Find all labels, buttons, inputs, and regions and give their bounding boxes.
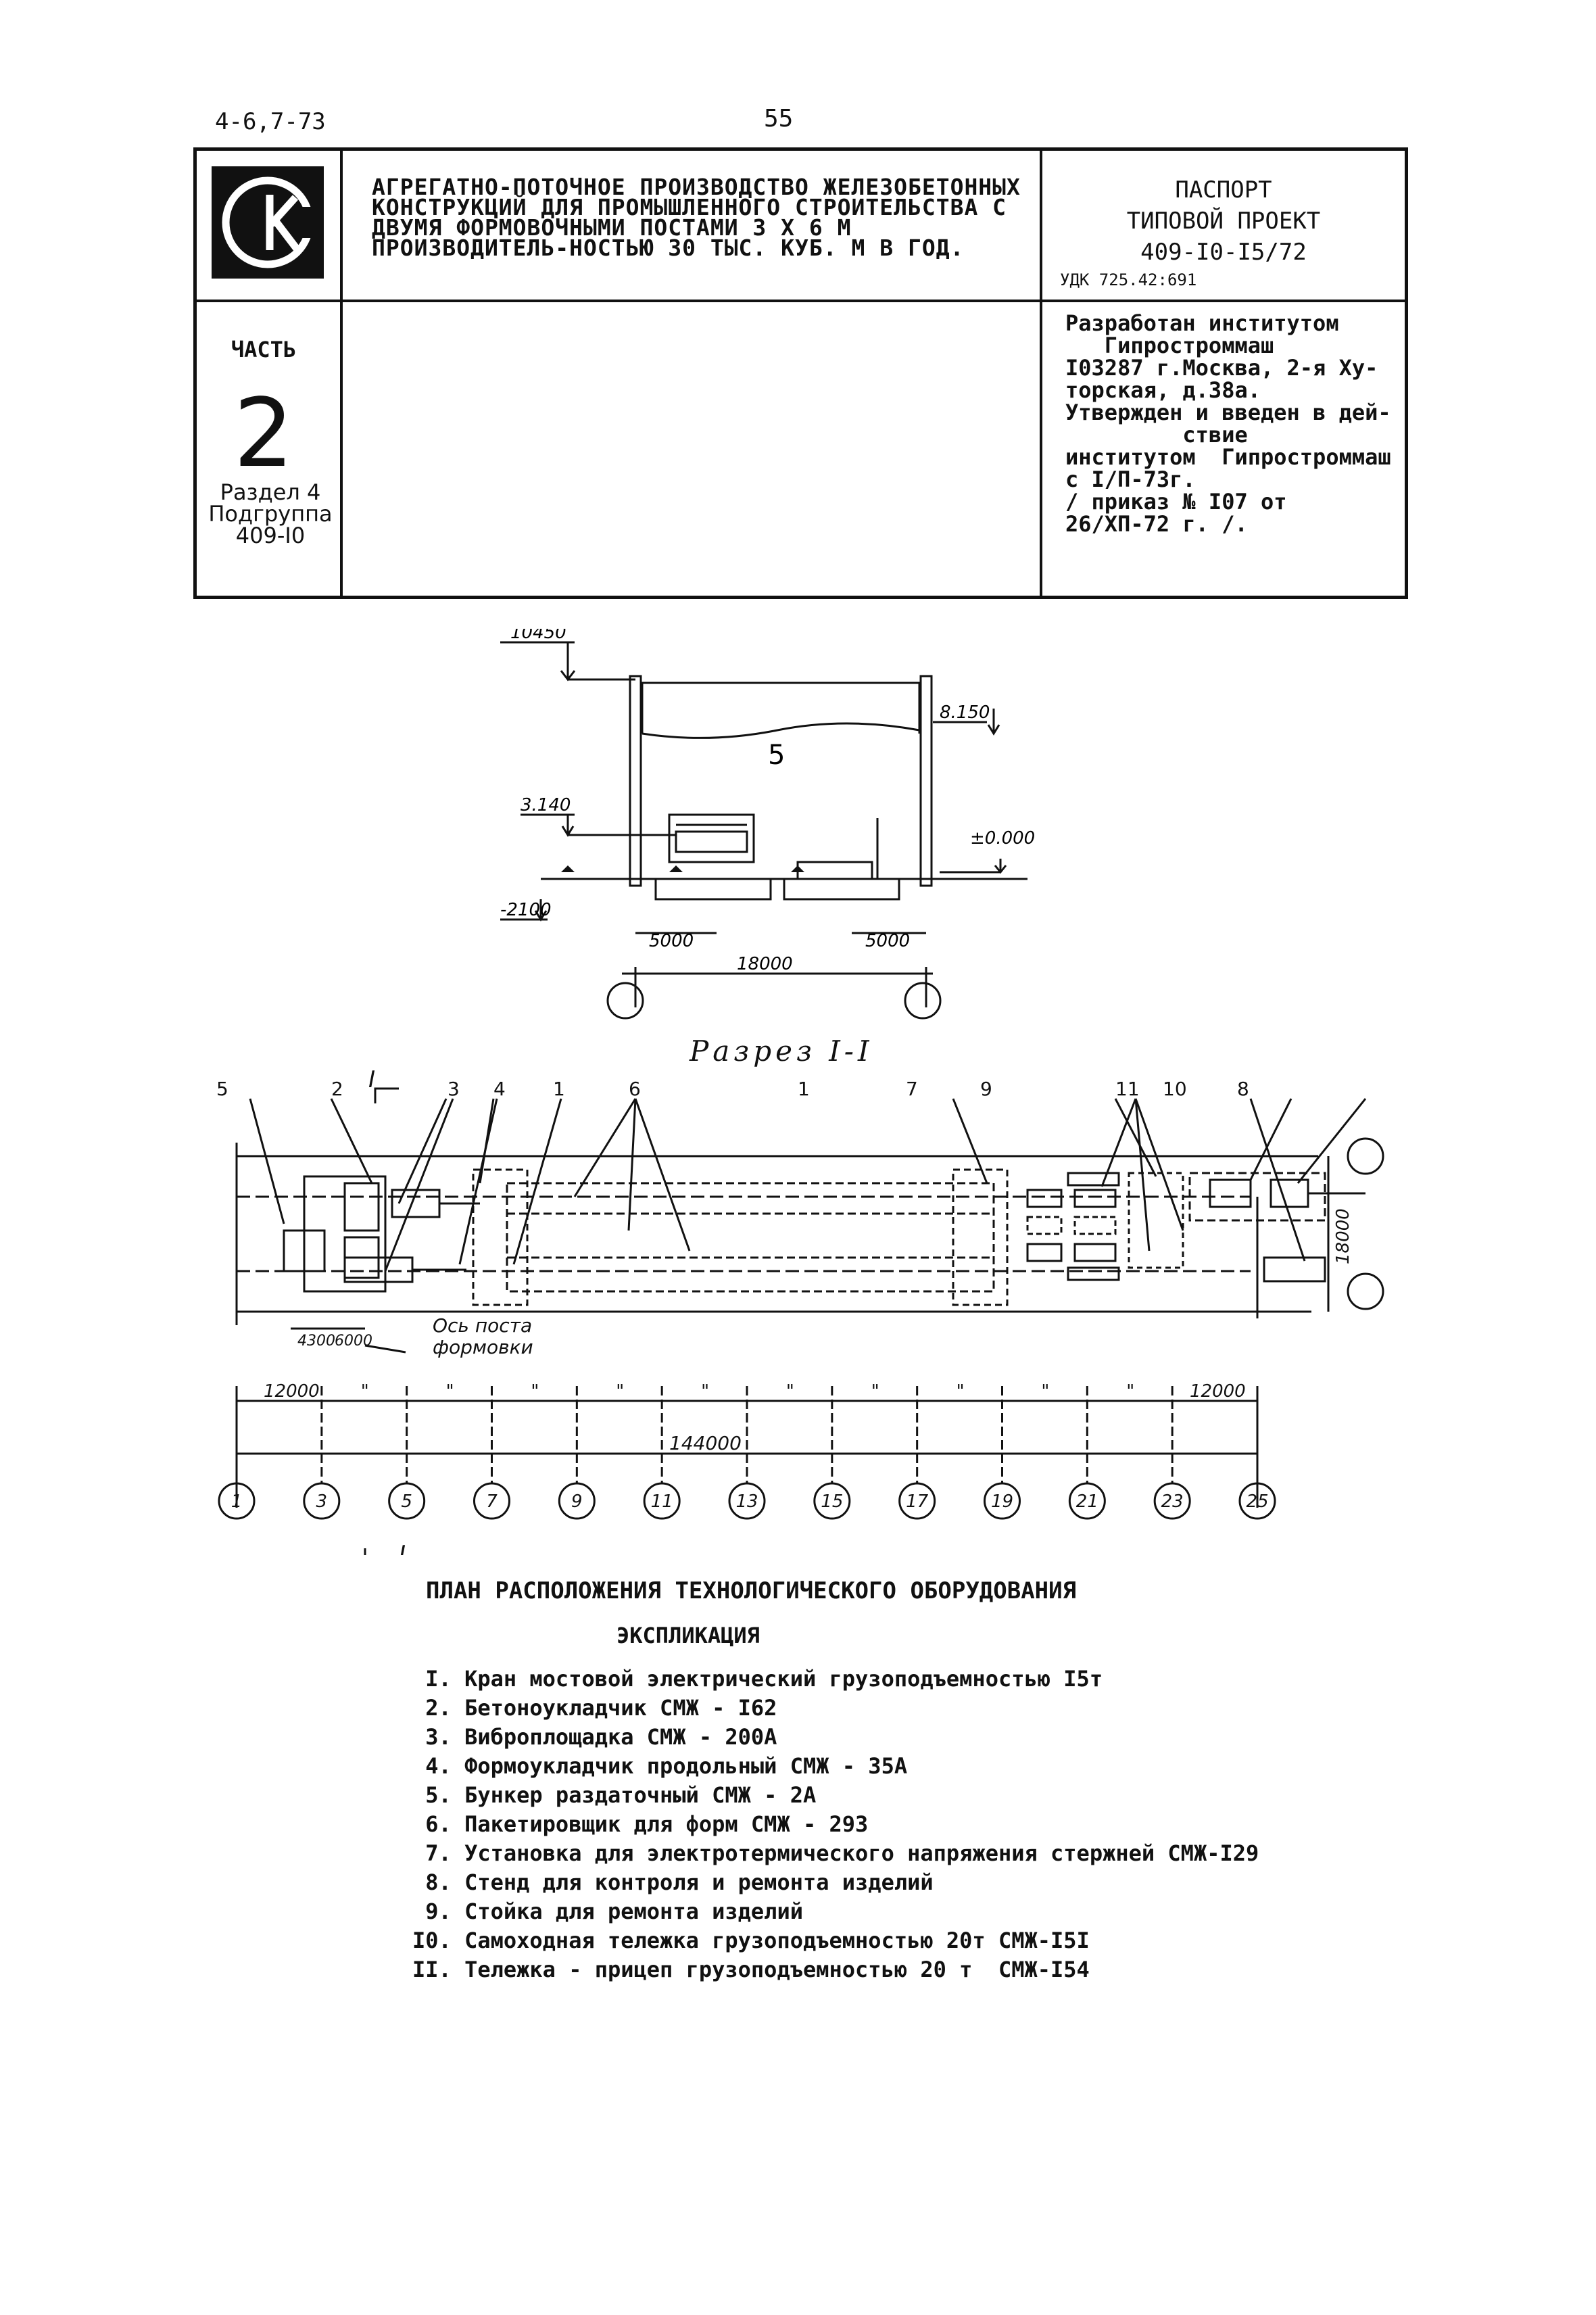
callout-2: 2 bbox=[331, 1078, 343, 1100]
section-drawing: 10450 8.150 3.140 ±0.000 -2100 5000 5000… bbox=[500, 629, 1035, 1020]
bay-ditto-mark: " bbox=[361, 1381, 369, 1402]
bay-ditto-mark: " bbox=[616, 1381, 624, 1402]
legend-item: 5. Бункер раздаточный СМЖ - 2А bbox=[412, 1782, 817, 1808]
callout-7: 7 bbox=[906, 1078, 918, 1100]
axis-label: 11 bbox=[651, 1491, 673, 1512]
legend-item: 7. Установка для электротермического нап… bbox=[412, 1840, 1259, 1866]
udk-code: УДК 725.42:691 bbox=[1060, 270, 1197, 289]
section-mark-top: I bbox=[368, 1066, 375, 1093]
axis-label: 15 bbox=[821, 1491, 843, 1512]
bay-ditto-mark: " bbox=[1126, 1381, 1134, 1402]
legend-item: I0. Самоходная тележка грузоподъемностью… bbox=[412, 1928, 1090, 1953]
axis-label: 23 bbox=[1161, 1491, 1184, 1512]
bay-dimension-first: 12000 bbox=[264, 1381, 320, 1402]
dimension-right-span: 5000 bbox=[865, 931, 910, 951]
document-code: 4-6,7-73 bbox=[215, 108, 326, 135]
elevation-zero-label: ±0.000 bbox=[970, 828, 1035, 849]
legend-item: I. Кран мостовой электрический грузоподъ… bbox=[412, 1666, 1103, 1692]
axis-label: 13 bbox=[735, 1491, 758, 1512]
bay-ditto-mark: " bbox=[786, 1381, 794, 1402]
axis-label: 19 bbox=[991, 1491, 1013, 1512]
section-caption: Разрез I-I bbox=[690, 1034, 873, 1068]
callout-3: 3 bbox=[448, 1078, 460, 1100]
legend-item: 2. Бетоноукладчик СМЖ - I62 bbox=[412, 1695, 777, 1721]
bay-ditto-mark: " bbox=[701, 1381, 709, 1402]
page-number: 55 bbox=[764, 105, 794, 133]
axis-label: 9 bbox=[571, 1491, 583, 1512]
callout-11: 11 bbox=[1115, 1078, 1140, 1100]
subgroup-label: Подгруппа bbox=[208, 501, 333, 527]
crane-callout: 5 bbox=[768, 740, 785, 771]
bay-ditto-mark: " bbox=[531, 1381, 539, 1402]
ck-logo-icon bbox=[212, 166, 324, 279]
axis-label: 5 bbox=[401, 1491, 412, 1512]
axis-label: 3 bbox=[316, 1491, 328, 1512]
bay-ditto-mark: " bbox=[446, 1381, 454, 1402]
title-block-divider bbox=[193, 300, 1408, 302]
dimension-total-span: 18000 bbox=[737, 954, 793, 974]
part-number: 2 bbox=[233, 379, 294, 489]
part-label: ЧАСТЬ bbox=[231, 337, 297, 362]
project-type-label: ТИПОВОЙ ПРОЕКТ bbox=[1126, 208, 1321, 235]
section-label: Раздел 4 bbox=[220, 479, 321, 505]
dimension-6000: 6000 bbox=[335, 1333, 372, 1350]
elevation-top-label: 10450 bbox=[510, 629, 566, 643]
axis-label: 1 bbox=[231, 1491, 243, 1512]
width-dimension: 18000 bbox=[1333, 1208, 1353, 1264]
section-subgroup: Раздел 4 Подгруппа 409-I0 bbox=[203, 481, 338, 546]
callout-5: 5 bbox=[216, 1078, 228, 1100]
legend-item: 6. Пакетировщик для форм СМЖ - 293 bbox=[412, 1811, 869, 1837]
dimension-left-span: 5000 bbox=[649, 931, 694, 951]
title-block-divider bbox=[340, 147, 343, 599]
legend-item: 8. Стенд для контроля и ремонта изделий bbox=[412, 1869, 934, 1895]
elevation-equipment-label: 3.140 bbox=[521, 795, 571, 815]
callout-4: 4 bbox=[493, 1078, 506, 1100]
callout-9: 9 bbox=[980, 1078, 992, 1100]
bay-ditto-mark: " bbox=[957, 1381, 965, 1402]
bay-ditto-mark: " bbox=[1041, 1381, 1049, 1402]
project-number: 409-I0-I5/72 bbox=[1140, 239, 1307, 266]
project-title: АГРЕГАТНО-ПОТОЧНОЕ ПРОИЗВОДСТВО ЖЕЛЕЗОБЕ… bbox=[372, 174, 1021, 261]
axis-label: 17 bbox=[906, 1491, 929, 1512]
total-length-dimension: 144000 bbox=[669, 1432, 742, 1454]
title-block-frame bbox=[193, 147, 1408, 599]
axis-label: 25 bbox=[1246, 1491, 1268, 1512]
section-mark-bottom: I bbox=[399, 1541, 406, 1555]
legend-item: 3. Виброплощадка СМЖ - 200А bbox=[412, 1724, 777, 1750]
explication-list: I. Кран мостовой электрический грузоподъ… bbox=[412, 1665, 1259, 1984]
passport-label: ПАСПОРТ bbox=[1175, 176, 1272, 204]
callout-10: 10 bbox=[1163, 1078, 1187, 1100]
bay-dimension-last: 12000 bbox=[1190, 1381, 1246, 1402]
passport-block: ПАСПОРТ ТИПОВОЙ ПРОЕКТ 409-I0-I5/72 bbox=[1041, 174, 1406, 268]
legend-item: 4. Формоукладчик продольный СМЖ - 35А bbox=[412, 1753, 908, 1779]
callout-8: 8 bbox=[1237, 1078, 1249, 1100]
axis-note-line1: Ось поста bbox=[433, 1314, 532, 1337]
dimension-4300: 4300 bbox=[297, 1333, 335, 1350]
legend-item: II. Тележка - прицеп грузоподъемностью 2… bbox=[412, 1957, 1090, 1982]
subgroup-number: 409-I0 bbox=[235, 523, 306, 548]
bay-ditto-mark: " bbox=[871, 1381, 879, 1402]
plan-drawing: 5 2 3 4 1 6 1 7 9 11 10 8 I I 4300 6000 … bbox=[216, 1066, 1384, 1555]
elevation-crane-label: 8.150 bbox=[940, 702, 990, 723]
callout-1: 1 bbox=[553, 1078, 565, 1100]
axis-label: 21 bbox=[1076, 1491, 1098, 1512]
plan-caption: ПЛАН РАСПОЛОЖЕНИЯ ТЕХНОЛОГИЧЕСКОГО ОБОРУ… bbox=[426, 1577, 1077, 1604]
explication-title: ЭКСПЛИКАЦИЯ bbox=[616, 1623, 760, 1648]
axis-label: 7 bbox=[486, 1491, 498, 1512]
callout-6: 6 bbox=[629, 1078, 641, 1100]
callout-1: 1 bbox=[798, 1078, 810, 1100]
axis-note-line2: формовки bbox=[433, 1336, 533, 1358]
elevation-pit-label: -2100 bbox=[500, 900, 552, 920]
legend-item: 9. Стойка для ремонта изделий bbox=[412, 1899, 803, 1924]
developer-info: Разработан институтом Гипростроммаш I032… bbox=[1065, 310, 1391, 537]
title-block-divider bbox=[1040, 147, 1042, 599]
